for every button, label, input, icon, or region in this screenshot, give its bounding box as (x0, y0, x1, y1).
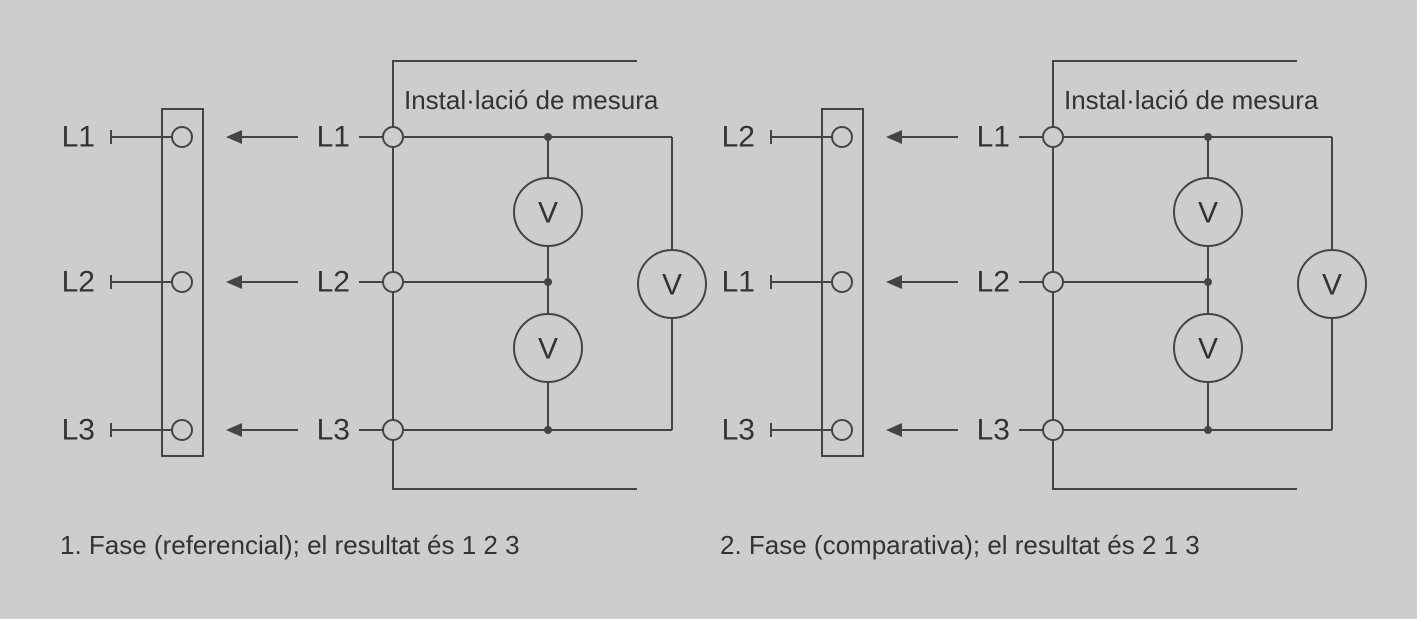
junction-dot (1204, 278, 1212, 286)
arrow-head (226, 275, 242, 289)
arrow-head (226, 130, 242, 144)
installation-phase-label: L1 (317, 121, 350, 154)
installation-terminal (382, 419, 404, 441)
voltmeter (1173, 313, 1243, 383)
junction-dot (1204, 133, 1212, 141)
installation-terminal (1042, 126, 1064, 148)
source-phase-label: L3 (62, 414, 95, 447)
source-terminal (171, 419, 193, 441)
voltmeter-symbol: V (1198, 333, 1218, 366)
source-phase-label: L2 (62, 266, 95, 299)
panel-caption: 2. Fase (comparativa); el resultat és 2 … (720, 530, 1200, 560)
voltmeter-symbol: V (1322, 269, 1342, 302)
voltmeter (1173, 177, 1243, 247)
source-terminal (831, 271, 853, 293)
source-phase-label: L2 (722, 121, 755, 154)
installation-terminal (382, 126, 404, 148)
voltmeter-symbol: V (538, 333, 558, 366)
source-terminal (831, 126, 853, 148)
installation-phase-label: L2 (317, 266, 350, 299)
junction-dot (544, 133, 552, 141)
voltmeter (1297, 249, 1367, 319)
arrow-head (886, 275, 902, 289)
installation-phase-label: L3 (977, 414, 1010, 447)
junction-dot (544, 278, 552, 286)
panel-caption: 1. Fase (referencial); el resultat és 1 … (60, 530, 520, 560)
source-terminal (831, 419, 853, 441)
source-terminal (171, 271, 193, 293)
voltmeter (513, 177, 583, 247)
source-terminal (171, 126, 193, 148)
installation-phase-label: L1 (977, 121, 1010, 154)
arrow-head (886, 423, 902, 437)
arrow-head (226, 423, 242, 437)
installation-phase-label: L2 (977, 266, 1010, 299)
installation-title: Instal·lació de mesura (1064, 85, 1319, 115)
installation-terminal (1042, 271, 1064, 293)
voltmeter-symbol: V (1198, 197, 1218, 230)
installation-title: Instal·lació de mesura (404, 85, 659, 115)
source-phase-label: L1 (62, 121, 95, 154)
source-phase-label: L3 (722, 414, 755, 447)
arrow-head (886, 130, 902, 144)
source-phase-label: L1 (722, 266, 755, 299)
installation-terminal (1042, 419, 1064, 441)
junction-dot (1204, 426, 1212, 434)
voltmeter (513, 313, 583, 383)
voltmeter-symbol: V (662, 269, 682, 302)
voltmeter-symbol: V (538, 197, 558, 230)
installation-terminal (382, 271, 404, 293)
junction-dot (544, 426, 552, 434)
installation-phase-label: L3 (317, 414, 350, 447)
voltmeter (637, 249, 707, 319)
